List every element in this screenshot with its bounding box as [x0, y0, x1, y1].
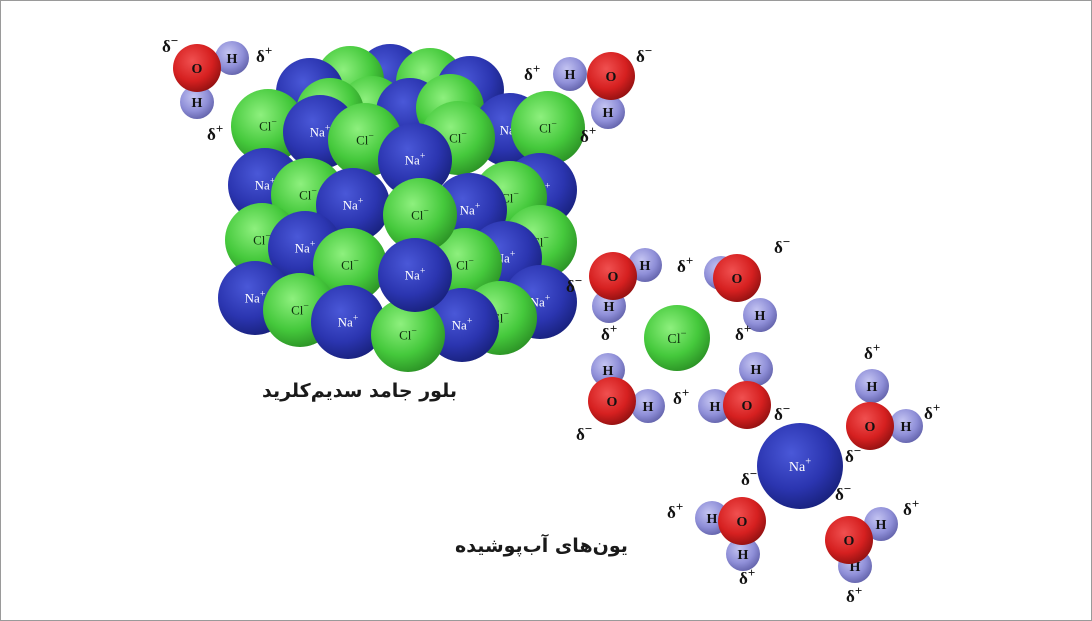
oxygen-atom — [587, 52, 635, 100]
hydrogen-label: H — [565, 68, 576, 83]
water-molecules: HHOδ−δ+δ+HHOδ+δ−δ+HHOδ−δ+δ+HHOδ−δ+HHOδ−δ… — [162, 33, 940, 606]
chloride-ion — [313, 228, 387, 302]
hydrogen-atom — [864, 507, 898, 541]
partial-charge-label: δ− — [774, 401, 790, 424]
partial-charge-label: δ− — [162, 33, 178, 56]
hydrogen-atom — [739, 352, 773, 386]
hydrogen-label: H — [755, 309, 766, 324]
oxygen-atom — [846, 402, 894, 450]
partial-charge-label: δ+ — [673, 385, 689, 408]
hydrogen-label: H — [738, 548, 749, 563]
hydrogen-label: H — [876, 518, 887, 533]
oxygen-label: O — [606, 70, 617, 85]
chloride-ion — [371, 298, 445, 372]
partial-charge-label: δ+ — [924, 400, 940, 423]
hydrogen-atom — [855, 369, 889, 403]
hydrogen-atom — [553, 57, 587, 91]
partial-charge-label: δ− — [576, 421, 592, 444]
hydrated-chloride-ion — [644, 305, 710, 371]
hydrogen-atom — [215, 41, 249, 75]
hydrogen-label: H — [604, 300, 615, 315]
hydrogen-label: H — [867, 380, 878, 395]
hydrogen-label: H — [192, 96, 203, 111]
hydrogen-atom — [698, 389, 732, 423]
partial-charge-label: δ+ — [739, 565, 755, 588]
oxygen-atom — [723, 381, 771, 429]
crystal-caption: بلور جامد سدیم‌کلرید — [262, 380, 457, 402]
hydrogen-label: H — [901, 420, 912, 435]
hydrated-ions: Cl−Na+δ−δ−δ− — [644, 305, 861, 509]
sodium-ion — [316, 168, 390, 242]
hydrogen-atom — [889, 409, 923, 443]
partial-charge-label: δ+ — [601, 321, 617, 344]
hydrogen-label: H — [640, 259, 651, 274]
sodium-chloride-crystal: Na+Cl−Cl−Na+Cl−Cl−Na+Na+Cl−Cl−Na+Na+Cl−C… — [218, 44, 585, 372]
partial-charge-label: δ+ — [846, 583, 862, 606]
hydrogen-label: H — [707, 512, 718, 527]
partial-charge-label: δ− — [845, 443, 861, 466]
partial-charge-label: δ− — [636, 43, 652, 66]
partial-charge-label: δ+ — [256, 43, 272, 66]
hydrogen-atom — [180, 85, 214, 119]
hydrated-sodium-ion — [757, 423, 843, 509]
hydrogen-atom — [591, 95, 625, 129]
hydrogen-atom — [743, 298, 777, 332]
hydrogen-label: H — [850, 560, 861, 575]
hydrogen-label: H — [603, 106, 614, 121]
oxygen-atom — [173, 44, 221, 92]
oxygen-label: O — [737, 515, 748, 530]
hydrogen-atom — [631, 389, 665, 423]
sodium-ion — [378, 238, 452, 312]
oxygen-atom — [589, 252, 637, 300]
oxygen-label: O — [608, 270, 619, 285]
sodium-ion — [311, 285, 385, 359]
partial-charge-label: δ+ — [735, 321, 751, 344]
oxygen-atom — [713, 254, 761, 302]
partial-charge-label: δ+ — [677, 253, 693, 276]
partial-charge-label: δ+ — [207, 121, 223, 144]
hydrogen-label: H — [643, 400, 654, 415]
partial-charge-label: δ− — [835, 481, 851, 504]
hydrogen-atom — [726, 537, 760, 571]
oxygen-label: O — [865, 420, 876, 435]
partial-charge-label: δ+ — [903, 496, 919, 519]
oxygen-label: O — [732, 272, 743, 287]
hydrated-ions-caption: یون‌های آب‌پوشیده — [455, 535, 628, 557]
oxygen-atom — [825, 516, 873, 564]
partial-charge-label: δ+ — [864, 340, 880, 363]
hydrogen-label: H — [710, 400, 721, 415]
chloride-ion — [383, 178, 457, 252]
partial-charge-label: δ+ — [524, 61, 540, 84]
oxygen-label: O — [192, 62, 203, 77]
partial-charge-label: δ− — [741, 466, 757, 489]
hydrogen-label: H — [227, 52, 238, 67]
hydrogen-label: H — [751, 363, 762, 378]
oxygen-label: O — [607, 395, 618, 410]
partial-charge-label: δ− — [566, 273, 582, 296]
oxygen-atom — [718, 497, 766, 545]
oxygen-label: O — [742, 399, 753, 414]
water-molecule: H H Oδ+ δ+ — [667, 497, 766, 588]
partial-charge-label: δ+ — [667, 499, 683, 522]
water-molecule: H H Oδ− δ+ δ+ — [162, 33, 272, 144]
chloride-ion — [511, 91, 585, 165]
sodium-ion — [378, 123, 452, 197]
water-molecule: H H Oδ+ δ+ — [846, 340, 940, 450]
water-molecule: H H Oδ− δ+ — [576, 353, 689, 444]
hydrogen-label: H — [603, 364, 614, 379]
partial-charge-label: δ− — [774, 234, 790, 257]
partial-charge-label: δ+ — [580, 123, 596, 146]
oxygen-label: O — [844, 534, 855, 549]
oxygen-atom — [588, 377, 636, 425]
